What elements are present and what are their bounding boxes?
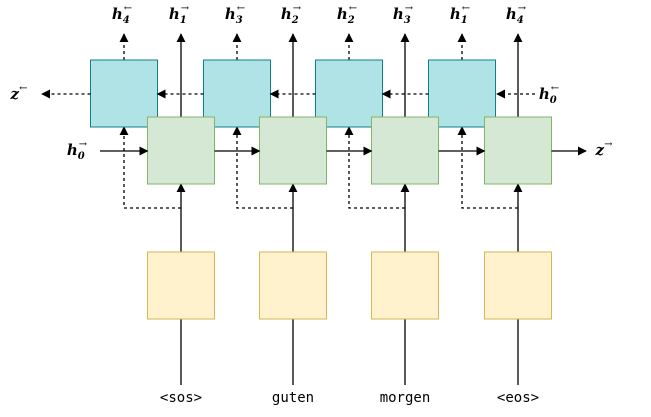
labels-layer: <sos> guten morgen <eos> h1→ h2→ h3→ h4→ h4← h3← h… bbox=[10, 3, 614, 406]
backward-final-label: z← bbox=[10, 83, 28, 103]
backward-hidden-label: h4← bbox=[112, 3, 132, 26]
embedding-cell bbox=[147, 251, 215, 320]
forward-final-label: z→ bbox=[595, 139, 614, 159]
token-label: <sos> bbox=[160, 390, 202, 406]
embedding-cell bbox=[371, 251, 439, 320]
backward-init-label: h0← bbox=[539, 83, 559, 106]
backward-rnn-layer bbox=[90, 59, 496, 128]
forward-hidden-label: h3→ bbox=[393, 3, 414, 26]
embedding-layer bbox=[147, 251, 552, 320]
forward-rnn-cell bbox=[484, 116, 552, 185]
backward-hidden-label: h3← bbox=[225, 3, 245, 26]
forward-hidden-label: h4→ bbox=[506, 3, 527, 26]
backward-hidden-label: h2← bbox=[337, 3, 357, 26]
backward-rnn-cell bbox=[90, 59, 158, 128]
embedding-to-backward-dashed-arrow bbox=[119, 126, 181, 209]
backward-hidden-label: h1← bbox=[450, 3, 470, 26]
token-label: morgen bbox=[380, 390, 431, 406]
embedding-to-backward-dashed-arrow bbox=[344, 126, 405, 209]
token-label: <eos> bbox=[497, 390, 539, 406]
backward-rnn-cell bbox=[203, 59, 271, 128]
embedding-cell bbox=[259, 251, 327, 320]
embedding-to-backward-dashed-arrow bbox=[457, 126, 518, 209]
embedding-cell bbox=[484, 251, 552, 320]
backward-rnn-cell bbox=[315, 59, 383, 128]
forward-rnn-cell bbox=[371, 116, 439, 185]
connections-layer bbox=[119, 33, 523, 385]
embedding-to-backward-dashed-arrow bbox=[232, 126, 293, 209]
forward-rnn-layer bbox=[100, 116, 587, 185]
forward-rnn-cell bbox=[259, 116, 327, 185]
forward-hidden-label: h2→ bbox=[281, 3, 302, 26]
forward-init-label: h0→ bbox=[67, 139, 88, 162]
forward-hidden-label: h1→ bbox=[169, 3, 190, 26]
token-label: guten bbox=[272, 390, 314, 406]
forward-rnn-cell bbox=[147, 116, 215, 185]
